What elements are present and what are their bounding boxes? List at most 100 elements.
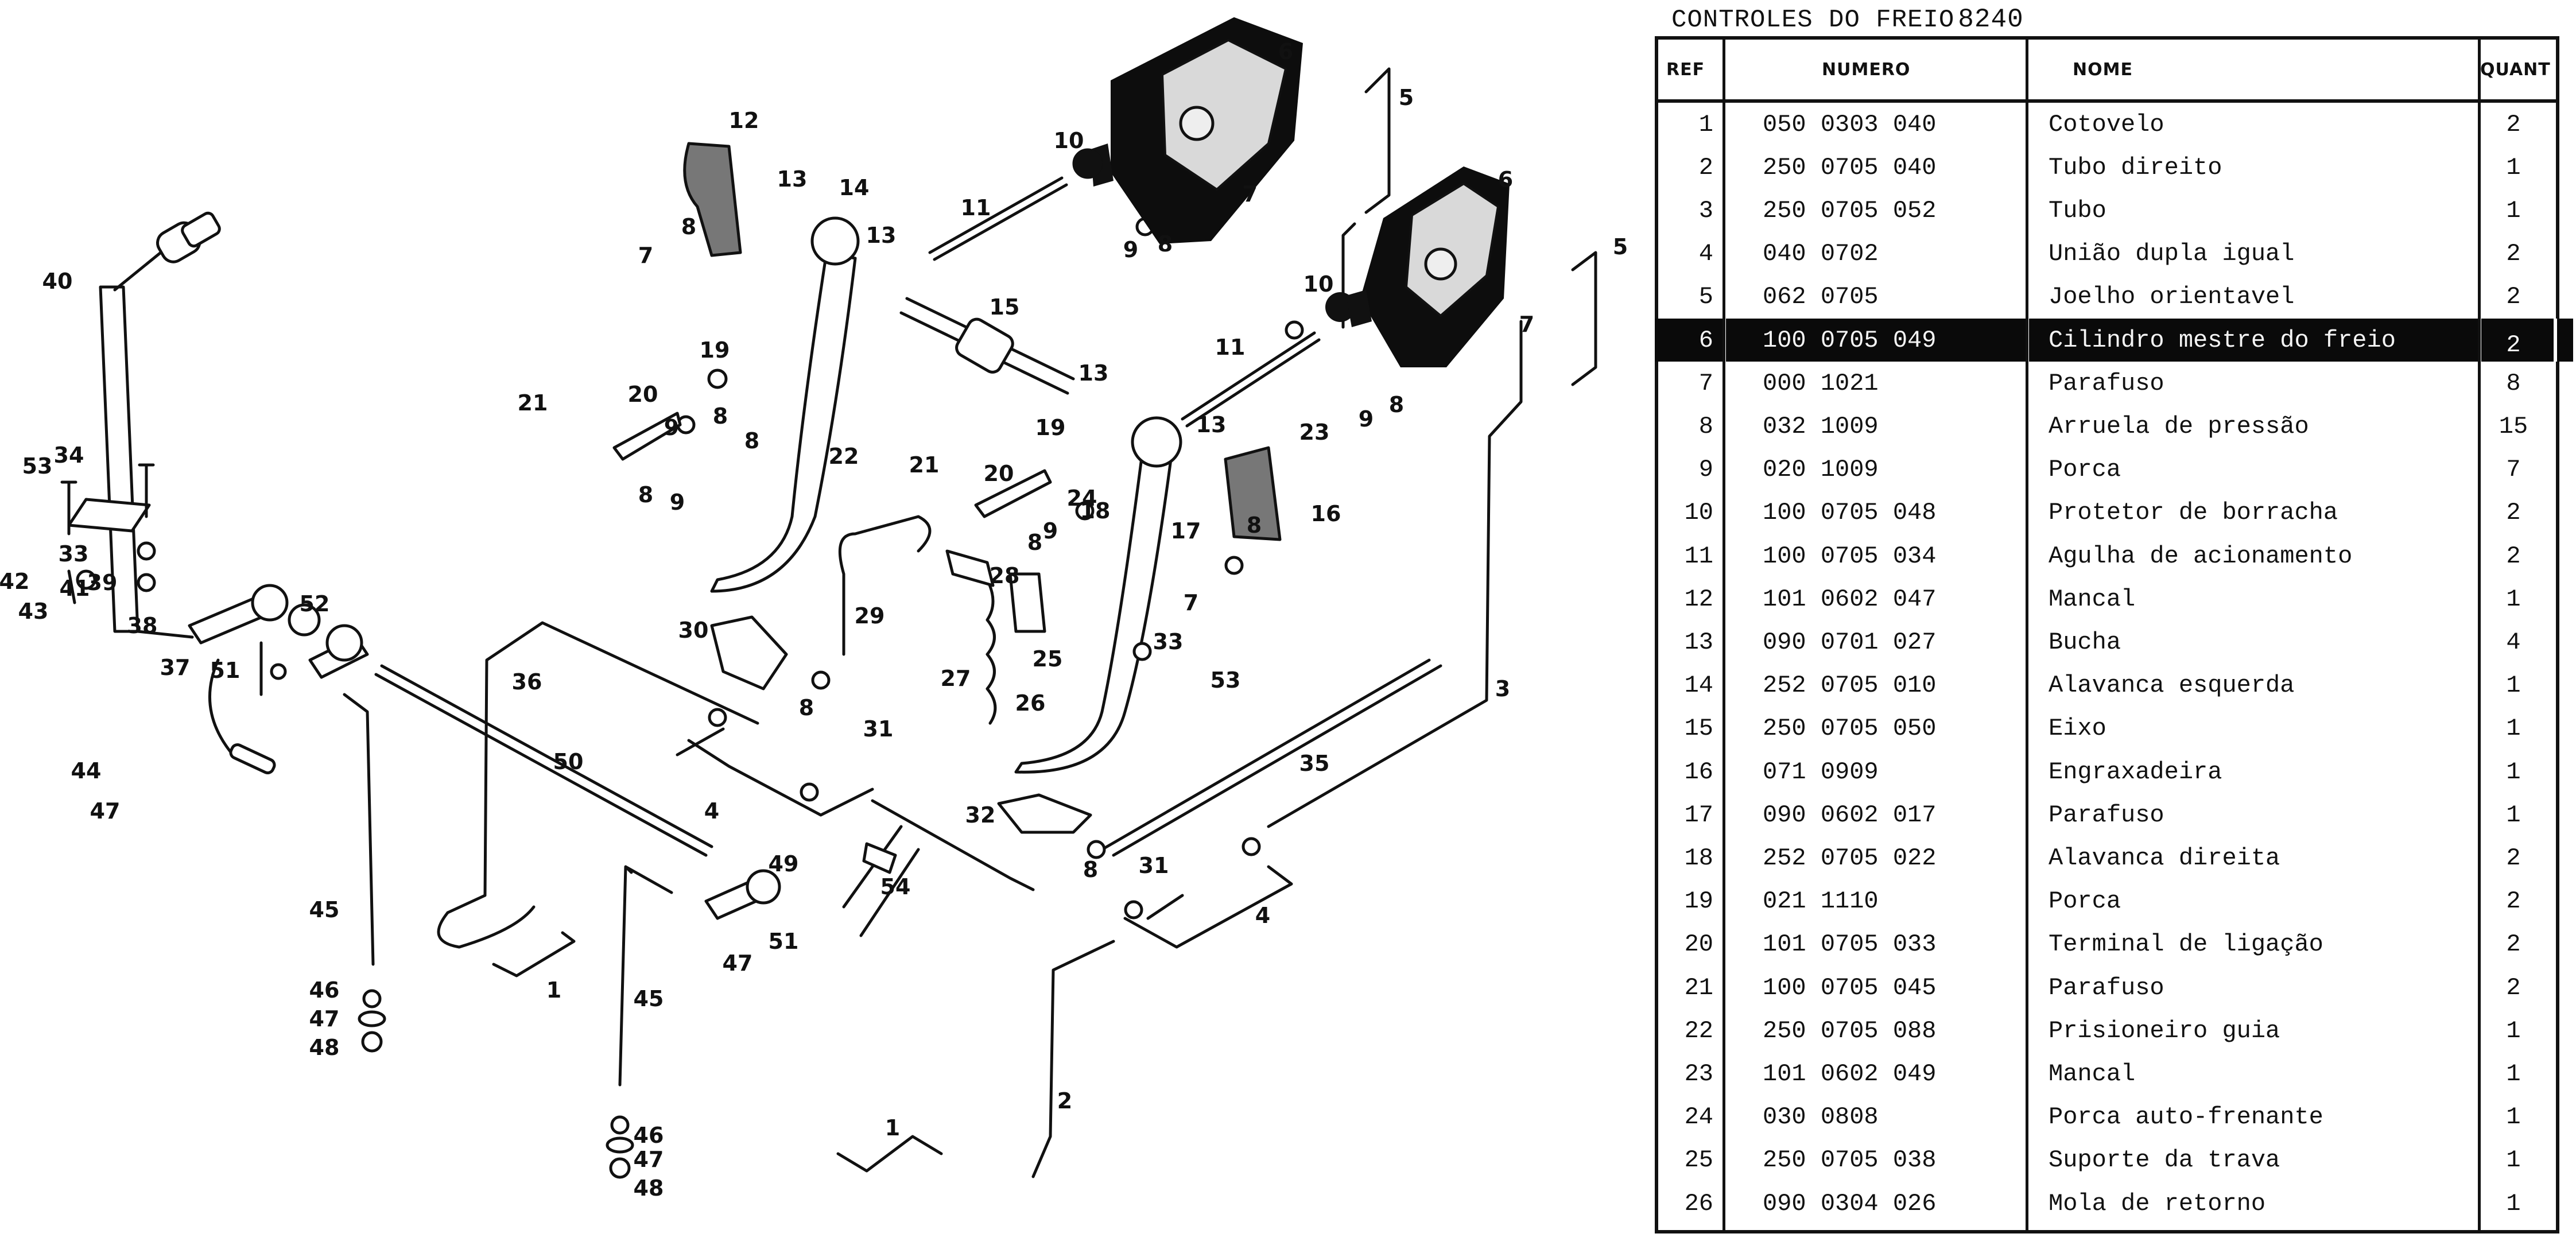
callout-48: 48 — [633, 1176, 664, 1201]
callout-21: 21 — [517, 390, 548, 416]
ref-cell: 14 — [1684, 672, 1713, 700]
ref-cell: 12 — [1684, 585, 1713, 613]
callout-49: 49 — [768, 851, 799, 876]
callout-10: 10 — [1053, 128, 1084, 153]
callout-22: 22 — [828, 444, 859, 469]
callout-50: 50 — [553, 749, 584, 774]
nome-cell: Prisioneiro guia — [2049, 1017, 2280, 1045]
callout-29: 29 — [854, 603, 885, 629]
column-divider — [2478, 40, 2481, 1230]
numero-cell: 062 0705 — [1763, 283, 1879, 311]
header-quant: QUANT — [2480, 59, 2551, 80]
numero-cell: 032 1009 — [1763, 412, 1879, 440]
numero-cell: 101 0602 047 — [1763, 585, 1937, 613]
ref-cell: 24 — [1684, 1103, 1713, 1131]
callout-47: 47 — [633, 1147, 664, 1172]
callout-40: 40 — [42, 269, 73, 294]
nome-cell: Suporte da trava — [2049, 1146, 2280, 1174]
callout-34: 34 — [53, 443, 84, 468]
callout-21: 21 — [909, 452, 940, 478]
nome-cell: Bucha — [2049, 628, 2121, 656]
quant-cell: 4 — [2506, 628, 2521, 656]
callout-9: 9 — [669, 490, 685, 515]
callout-39: 39 — [87, 570, 118, 595]
sheet-title-text: CONTROLES DO FREIO — [1671, 6, 1955, 34]
quant-cell: 15 — [2499, 412, 2528, 440]
callout-2: 2 — [1057, 1088, 1073, 1114]
numero-cell: 250 0705 088 — [1763, 1017, 1937, 1045]
callout-18: 18 — [1080, 498, 1111, 523]
callout-23: 23 — [1299, 420, 1330, 445]
callout-16: 16 — [1310, 501, 1341, 526]
numero-cell: 030 0808 — [1763, 1103, 1879, 1131]
header-nome: NOME — [2073, 59, 2133, 80]
callout-53: 53 — [22, 453, 53, 479]
callout-1: 1 — [546, 977, 562, 1003]
numero-cell: 250 0705 038 — [1763, 1146, 1937, 1174]
callout-28: 28 — [989, 563, 1020, 588]
callout-41: 41 — [59, 576, 90, 601]
callout-8: 8 — [681, 214, 697, 239]
table-header: REF NUMERO NOME QUANT — [1658, 40, 2556, 103]
quant-cell: 1 — [2506, 1189, 2521, 1217]
callout-19: 19 — [699, 338, 730, 363]
column-divider — [2026, 40, 2028, 1230]
callout-25: 25 — [1032, 646, 1063, 672]
quant-cell: 1 — [2506, 801, 2521, 829]
callout-10: 10 — [1303, 271, 1334, 297]
master-cylinder-upper — [1072, 17, 1303, 244]
quant-cell: 2 — [2506, 499, 2521, 527]
callout-5: 5 — [1612, 234, 1628, 259]
nome-cell: Parafuso — [2049, 801, 2164, 829]
callout-8: 8 — [798, 695, 814, 720]
callout-8: 8 — [1388, 392, 1405, 417]
callout-7: 7 — [638, 243, 654, 268]
exploded-parts-diagram: 1 1 2 3 4 4 5 5 6 6 7 7 7 7 8 8 8 8 8 8 … — [0, 17, 1628, 1201]
ref-cell: 7 — [1698, 369, 1713, 397]
numero-cell: 101 0602 049 — [1763, 1060, 1937, 1088]
ref-cell: 17 — [1684, 801, 1713, 829]
callout-43: 43 — [18, 599, 49, 624]
callout-13: 13 — [1196, 412, 1227, 437]
nome-cell: Cotovelo — [2049, 110, 2164, 138]
ref-cell: 3 — [1698, 196, 1713, 224]
callout-31: 31 — [863, 716, 894, 742]
callout-51: 51 — [210, 658, 240, 683]
numero-cell: 020 1009 — [1763, 456, 1879, 484]
nome-cell: Eixo — [2049, 715, 2106, 743]
callout-46: 46 — [633, 1123, 664, 1148]
callout-14: 14 — [839, 175, 870, 200]
quant-cell: 2 — [2506, 930, 2521, 959]
ref-cell: 4 — [1698, 240, 1713, 268]
callout-48: 48 — [309, 1035, 340, 1060]
callout-36: 36 — [511, 669, 542, 695]
column-divider — [1722, 40, 1725, 1230]
